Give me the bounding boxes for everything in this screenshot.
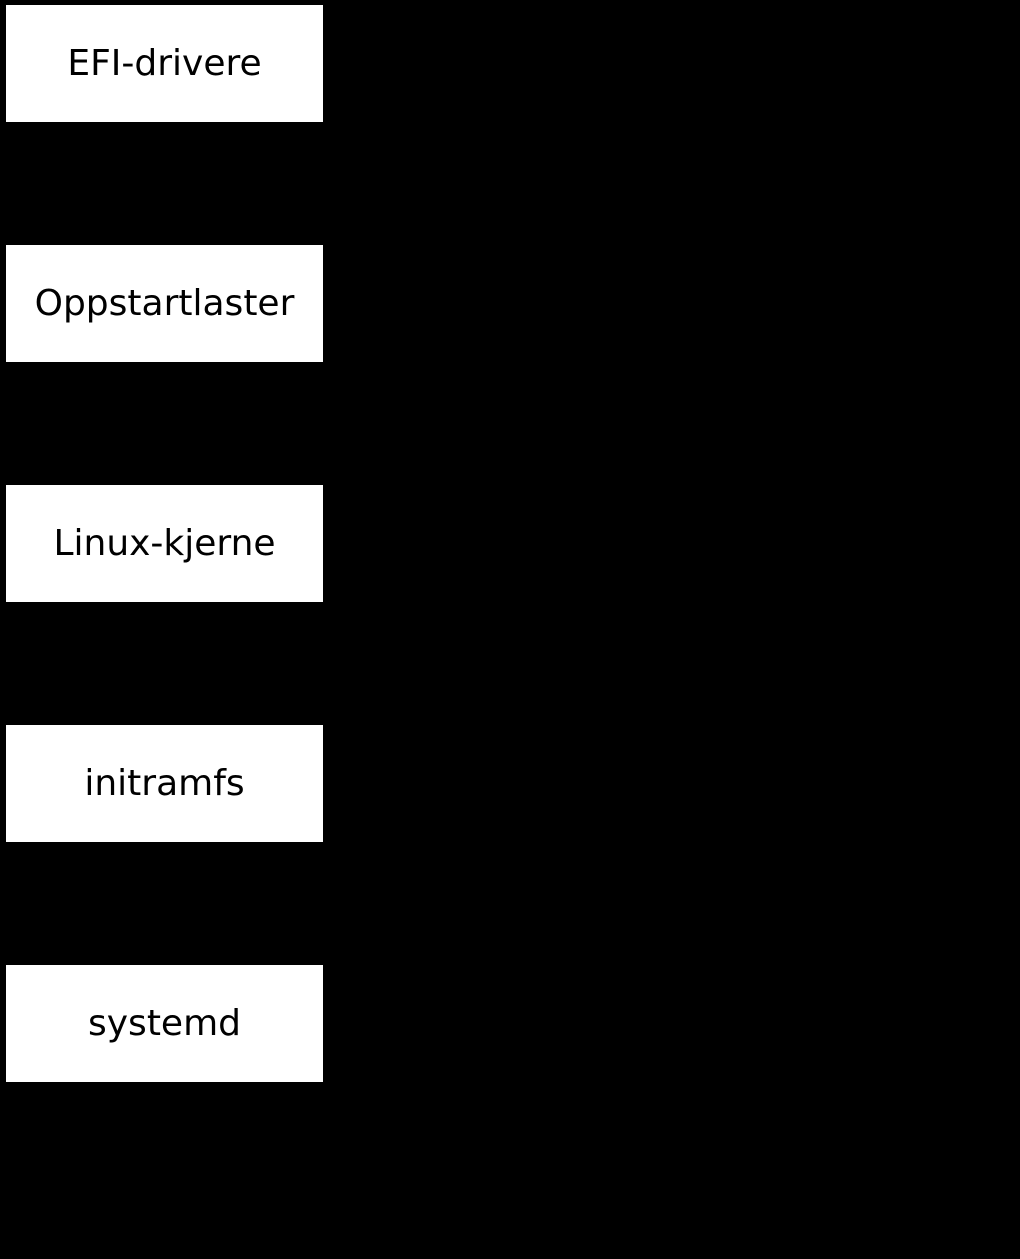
stage-label: Linux-kjerne	[53, 522, 276, 564]
stage-label: initramfs	[84, 762, 245, 804]
stage-box-oppstartlaster[interactable]: Oppstartlaster	[6, 245, 323, 362]
stage-label: EFI-drivere	[67, 42, 262, 84]
stage-box-initramfs[interactable]: initramfs	[6, 725, 323, 842]
stage-box-efi-drivere[interactable]: EFI-drivere	[6, 5, 323, 122]
stage-box-systemd[interactable]: systemd	[6, 965, 323, 1082]
stage-label: Oppstartlaster	[34, 282, 295, 324]
stage-label: systemd	[88, 1002, 241, 1044]
stage-box-linux-kjerne[interactable]: Linux-kjerne	[6, 485, 323, 602]
